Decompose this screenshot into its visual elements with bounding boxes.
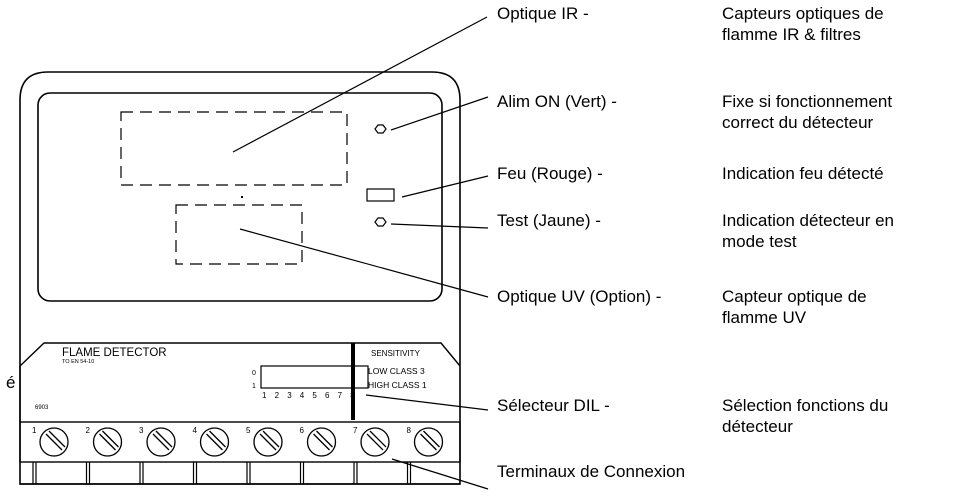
screw-slot-icon [262,430,280,448]
dil-position-number: 4 [300,391,305,400]
screw-slot-icon [420,433,437,451]
terminal-screw-icon[interactable] [306,427,337,457]
dil-position-number: 8 [350,391,355,400]
sensitivity-title: SENSITIVITY [371,349,421,358]
terminal-screw-icon[interactable] [92,427,123,457]
sensitivity-divider [351,343,355,420]
power-led-icon [374,124,387,134]
sensitivity-low: LOW CLASS 3 [368,366,425,376]
screw-slot-icon [313,433,330,451]
side-mark: é [6,373,15,392]
dil-position-number: 3 [287,391,292,400]
callout-label-power: Alim ON (Vert) - [497,92,617,111]
leader-dil [365,394,489,411]
terminal-screw-icon[interactable] [360,427,390,457]
panel-title: FLAME DETECTOR [62,347,167,359]
screw-slot-icon [423,430,440,448]
uv-optics-outline [175,204,303,265]
callout-label-test: Test (Jaune) - [497,211,601,230]
callout-label-ir: Optique IR - [497,4,589,23]
screw-slot-icon [209,430,226,448]
leader-terminals [391,458,489,490]
screw-slot-icon [316,430,333,448]
leader-uv [239,228,489,298]
part-number: 6903 [35,405,49,411]
sensitivity-high: HIGH CLASS 1 [368,380,427,390]
terminal-number: 8 [407,426,412,435]
leader-fire [401,175,489,198]
screw-slot-icon [99,433,116,451]
leader-power [390,96,489,131]
callout-desc-fire: Indication feu détecté [722,164,884,183]
screw-slot-icon [366,433,384,451]
screw-slot-icon [155,430,173,448]
ir-optics-outline [120,111,348,186]
dil-position-number: 2 [275,391,280,400]
centre-mark [241,196,243,198]
callout-label-uv: Optique UV (Option) - [497,287,662,306]
terminal-screw-icon[interactable] [146,427,176,457]
terminal-number: 2 [86,426,91,435]
terminal-number: 1 [32,426,37,435]
callout-label-terminals: Terminaux de Connexion [497,462,686,481]
dil-row-mark-1: 1 [252,383,256,390]
dil-position-number: 1 [262,391,267,400]
screw-slot-icon [206,433,223,451]
dil-position-number: 7 [338,391,343,400]
dil-position-number: 6 [325,391,330,400]
dil-switch[interactable] [260,365,369,389]
test-led-icon [374,217,387,227]
screw-slot-icon [45,433,63,451]
panel-subtitle: TO EN 54-10 [62,359,94,365]
leader-test [390,223,489,229]
terminal-screw-icon[interactable] [39,427,69,457]
terminal-block [19,421,461,463]
terminal-number: 6 [300,426,305,435]
lens-window [37,92,443,302]
screw-slot-icon [102,430,119,448]
terminal-screw-icon[interactable] [413,427,444,457]
terminal-number: 5 [246,426,251,435]
screw-slot-icon [369,430,387,448]
terminal-number: 7 [353,426,358,435]
callout-label-fire: Feu (Rouge) - [497,164,603,183]
detector-housing [19,71,461,485]
dil-position-number: 5 [312,391,317,400]
dil-row-mark-0: 0 [252,370,256,377]
terminal-screws: 1 2 3 4 5 6 7 8 [32,426,444,457]
terminal-tabs [32,462,412,484]
screw-slot-icon [259,433,277,451]
fire-led-icon [366,188,395,202]
terminal-number: 4 [193,426,198,435]
leader-ir [232,16,488,153]
callout-label-dil: Sélecteur DIL - [497,396,610,415]
screw-slot-icon [48,430,66,448]
terminal-screw-icon[interactable] [253,427,283,457]
terminal-number: 3 [139,426,144,435]
terminal-screw-icon[interactable] [199,427,230,457]
control-panel-outline [19,342,461,422]
screw-slot-icon [152,433,170,451]
